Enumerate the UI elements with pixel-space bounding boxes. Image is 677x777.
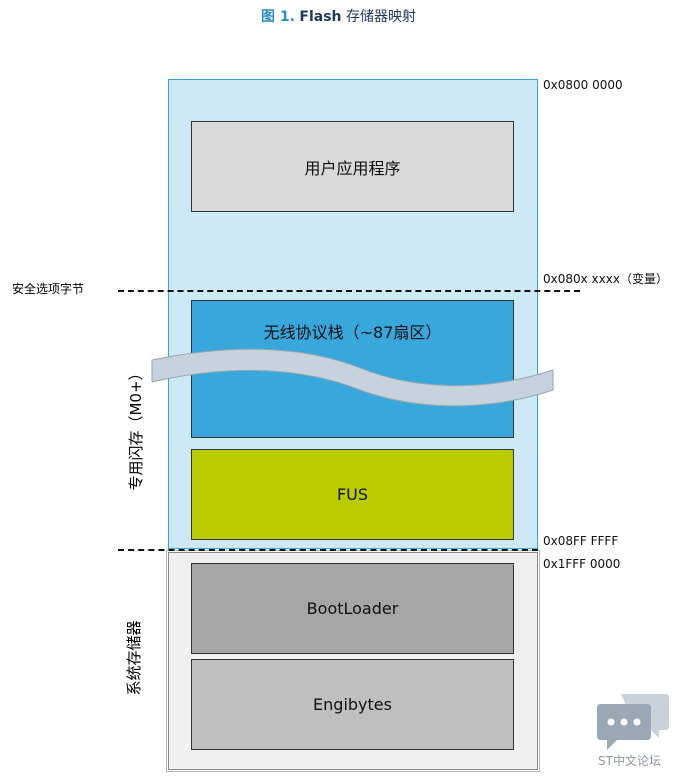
system-memory-label: 系统存储器 <box>125 620 143 696</box>
fus-block: FUS <box>191 449 514 540</box>
engibytes-block: Engibytes <box>191 659 514 750</box>
flash-end-boundary-line <box>118 549 538 551</box>
fus-label: FUS <box>336 485 369 504</box>
option-byte-label: 安全选项字节 <box>12 282 85 296</box>
bootloader-block: BootLoader <box>191 563 514 654</box>
bootloader-label: BootLoader <box>306 599 399 618</box>
figure-number: 图 1. <box>261 9 295 25</box>
user-app-block: 用户应用程序 <box>191 121 514 212</box>
user-app-label: 用户应用程序 <box>304 158 401 178</box>
break-wave-icon <box>151 348 554 407</box>
address-variable: 0x080x xxxx（变量） <box>543 272 668 286</box>
forum-logo-text: ST中文论坛 <box>598 754 661 768</box>
forum-logo-icon <box>597 694 669 750</box>
figure-title: 图 1. Flash 存储器映射 <box>0 6 677 26</box>
engibytes-label: Engibytes <box>313 695 392 714</box>
address-flash-start: 0x0800 0000 <box>543 78 623 92</box>
dedicated-flash-label: 专用闪存（M0+） <box>127 365 145 491</box>
address-system-start: 0x1FFF 0000 <box>543 557 621 571</box>
title-rest: 存储器映射 <box>345 9 416 25</box>
option-byte-boundary-line <box>118 290 580 292</box>
title-flash-word: Flash <box>299 9 342 25</box>
wireless-stack-label: 无线协议栈（~87扇区） <box>263 323 442 342</box>
address-flash-end: 0x08FF FFFF <box>543 534 619 548</box>
